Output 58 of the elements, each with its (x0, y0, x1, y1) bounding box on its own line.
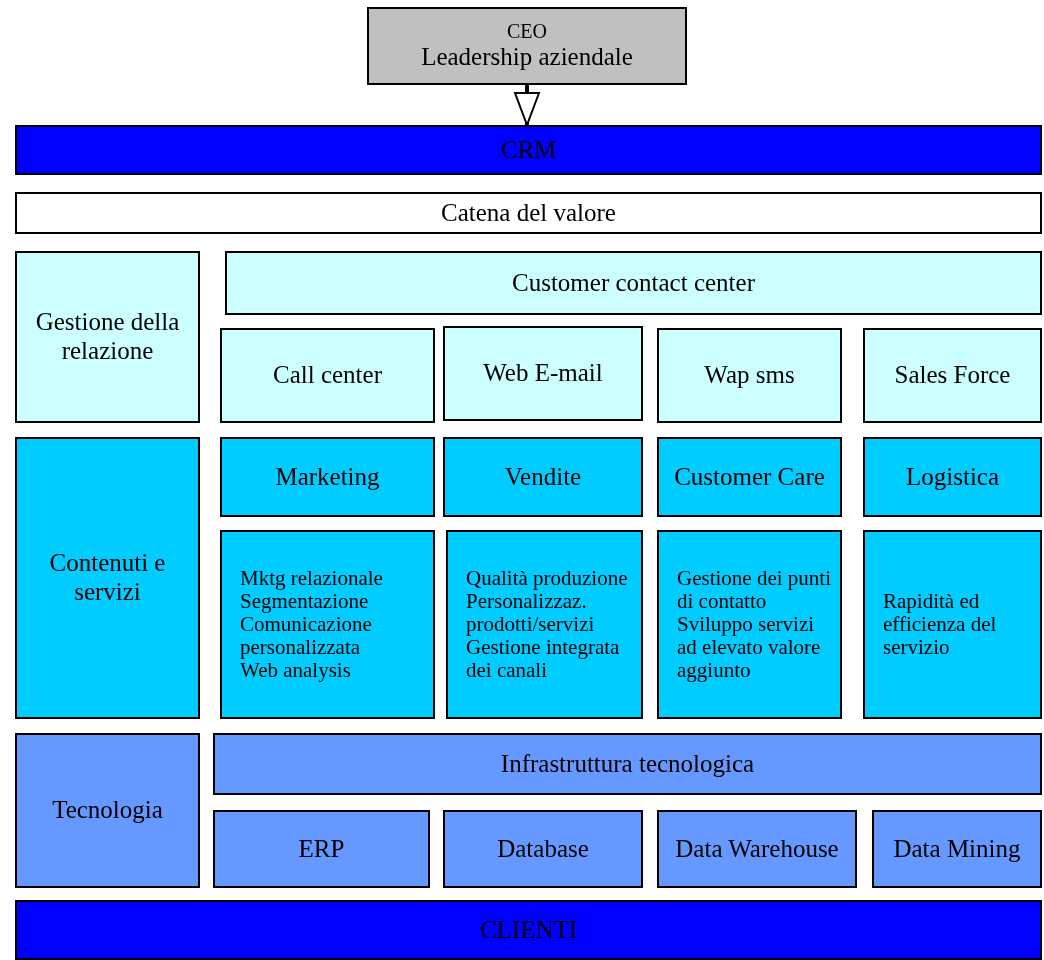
list-item: Comunicazione personalizzata (240, 612, 373, 660)
channel-box (225, 251, 1042, 315)
box-label: Data Mining (893, 834, 1021, 864)
box-label: Infrastruttura tecnologica (500, 749, 755, 779)
channel-box (657, 328, 842, 423)
function-box (863, 437, 1042, 517)
list-item: Personalizzaz. prodotti/servizi (466, 589, 595, 637)
technology-box (213, 810, 430, 888)
box-label: Leadership aziendale (421, 43, 633, 72)
list-item: Rapidità ed efficienza del servizio (883, 589, 998, 660)
list-item: Sviluppo servizi ad elevato valore aggiunto (677, 612, 822, 683)
box-label: Gestione della relazione (34, 308, 181, 366)
category-box (15, 733, 200, 888)
technology-box (657, 810, 857, 888)
box-label: CLIENTI (479, 915, 578, 945)
box-label: CEO (507, 20, 547, 44)
leadership-box (367, 7, 687, 85)
box-label: Vendite (504, 462, 582, 492)
infrastructure-box (213, 733, 1042, 795)
list-item: Web analysis (240, 659, 351, 683)
list-item: Gestione dei punti di contatto (677, 566, 832, 613)
technology-box (872, 810, 1042, 888)
function-box (657, 437, 842, 517)
box-label: Logistica (906, 462, 999, 492)
channel-box (443, 326, 643, 421)
box-label: Data Warehouse (675, 834, 839, 864)
box-label: Customer Care (674, 462, 825, 492)
list-item: Mktg relazionale (240, 566, 383, 590)
box-label: Database (497, 834, 589, 864)
list-item: Segmentazione (240, 589, 369, 613)
activity-box (863, 530, 1042, 719)
box-label: Contenuti e servizi (48, 549, 167, 607)
activity-box (446, 530, 643, 719)
technology-box (443, 810, 643, 888)
layer-band (15, 900, 1042, 960)
box-label: Tecnologia (52, 796, 163, 825)
box-label: Customer contact center (512, 268, 755, 298)
function-box (220, 437, 435, 517)
function-box (443, 437, 643, 517)
category-box (15, 437, 200, 719)
activity-box (220, 530, 435, 719)
list-item: Qualità produzione (466, 566, 628, 590)
list-item: Gestione integrata dei canali (466, 636, 621, 683)
box-label: Web E-mail (483, 359, 603, 388)
box-label: Wap sms (704, 361, 795, 390)
category-box (15, 251, 200, 423)
box-label: Call center (273, 361, 382, 390)
activity-box (657, 530, 842, 719)
box-label: ERP (298, 834, 345, 864)
layer-band (15, 125, 1042, 175)
channel-box (863, 328, 1042, 423)
box-label: Marketing (275, 462, 380, 492)
layer-band (15, 192, 1042, 234)
box-label: Sales Force (894, 361, 1011, 390)
channel-box (220, 328, 435, 423)
box-label: Catena del valore (441, 198, 616, 228)
arrow (514, 85, 540, 126)
box-label: CRM (500, 135, 557, 165)
